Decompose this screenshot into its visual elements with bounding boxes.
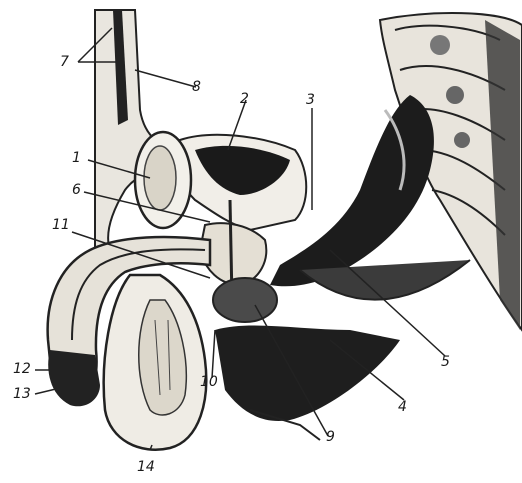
label-14: 14	[137, 460, 155, 474]
label-2: 2	[240, 92, 249, 106]
label-8: 8	[192, 80, 201, 94]
label-9: 9	[326, 430, 335, 444]
label-13: 13	[13, 387, 31, 401]
label-6: 6	[72, 183, 81, 197]
label-3: 3	[306, 93, 315, 107]
label-11: 11	[52, 218, 70, 232]
label-10: 10	[200, 375, 218, 389]
label-5: 5	[441, 355, 450, 369]
label-12: 12	[13, 362, 31, 376]
label-1: 1	[72, 151, 81, 165]
label-7: 7	[60, 55, 69, 69]
label-4: 4	[398, 400, 407, 414]
pubic-symphysis	[135, 132, 191, 228]
